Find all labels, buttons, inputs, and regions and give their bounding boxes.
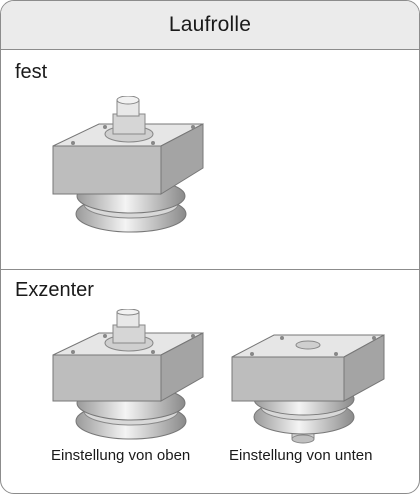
panel-title: Laufrolle [168,13,252,36]
eccentric-roller-top-image [52,309,204,440]
caption-einstellung-oben: Einstellung von oben [51,447,191,464]
caption-einstellung-unten: Einstellung von unten [229,447,373,464]
eccentric-roller-bottom-image [231,334,385,444]
section-divider [1,269,419,270]
section-title-exzenter: Exzenter [15,279,94,301]
fixed-roller-image [52,96,204,233]
section-title-fest: fest [15,61,48,83]
panel-header: Laufrolle [1,1,419,50]
